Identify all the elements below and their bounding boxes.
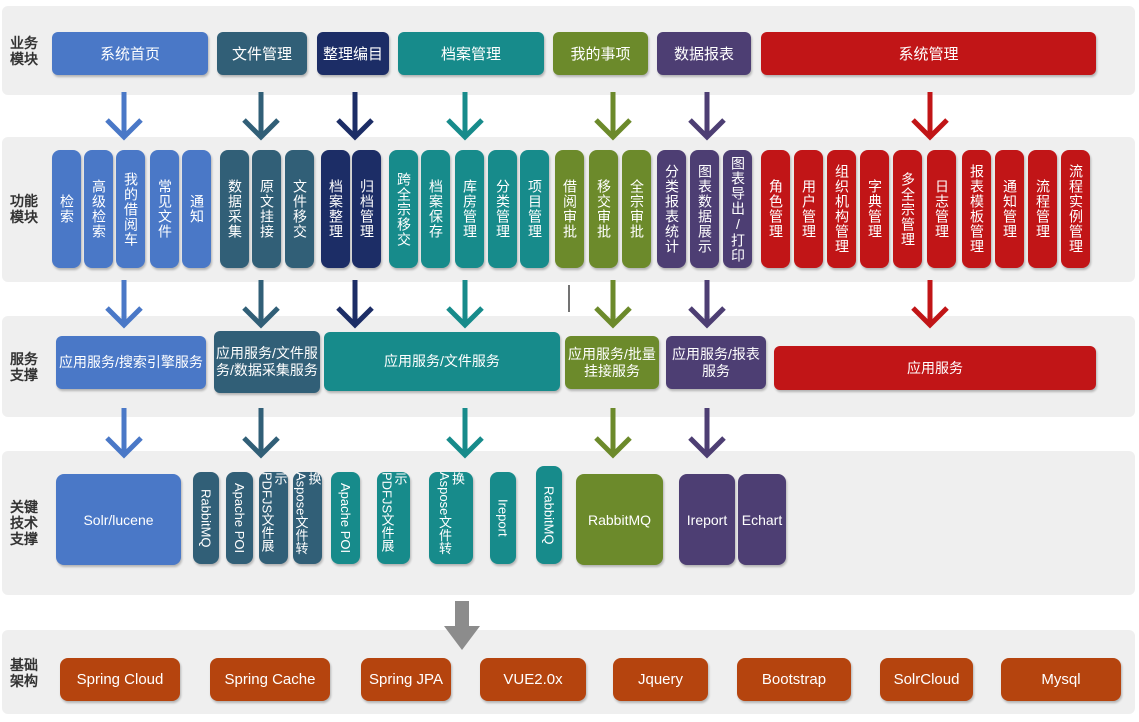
tech-ireport-2: Ireport (679, 474, 735, 565)
down-arrow-icon (688, 280, 726, 329)
down-arrow-icon (242, 408, 280, 459)
base-solrcloud: SolrCloud (880, 658, 973, 701)
func-log-management: 日志管理 (927, 150, 956, 268)
service-file-collection: 应用服务/文件服务/数据采集服务 (214, 331, 320, 393)
down-arrow-icon (105, 92, 143, 141)
row-label-business: 业务模块 (10, 35, 38, 67)
module-file-management: 文件管理 (217, 32, 307, 75)
func-search: 检索 (52, 150, 81, 268)
tech-pdfjs-2: PDFJS文件展示 (377, 472, 410, 564)
down-arrow-icon (105, 408, 143, 459)
module-my-tasks: 我的事项 (553, 32, 648, 75)
service-batch-attach: 应用服务/批量挂接服务 (565, 336, 659, 389)
row-label-base: 基础架构 (10, 657, 38, 689)
func-advanced-search: 高级检索 (84, 150, 113, 268)
down-arrow-icon (105, 280, 143, 329)
module-system-management: 系统管理 (761, 32, 1096, 75)
gray-down-arrow-icon (444, 601, 480, 650)
func-borrow-approval: 借阅审批 (555, 150, 584, 268)
func-category-management: 分类管理 (488, 150, 517, 268)
func-cross-fonds-transfer: 跨全宗移交 (389, 150, 418, 268)
func-archive-arrange: 档案整理 (321, 150, 350, 268)
down-arrow-icon (594, 92, 632, 141)
down-arrow-icon (242, 92, 280, 141)
service-application: 应用服务 (774, 346, 1096, 390)
func-notice: 通知 (182, 150, 211, 268)
tech-solr-lucene: Solr/lucene (56, 474, 181, 565)
func-project-management: 项目管理 (520, 150, 549, 268)
func-transfer-approval: 移交审批 (589, 150, 618, 268)
down-arrow-icon (688, 92, 726, 141)
base-spring-jpa: Spring JPA (361, 658, 451, 701)
service-file: 应用服务/文件服务 (324, 332, 560, 391)
func-original-attach: 原文挂接 (252, 150, 281, 268)
tech-ireport-1: Ireport (490, 472, 516, 564)
row-label-function: 功能模块 (10, 193, 38, 225)
module-data-reports: 数据报表 (657, 32, 751, 75)
down-arrow-icon (446, 408, 484, 459)
tech-rabbitmq-1: RabbitMQ (193, 472, 219, 564)
down-arrow-icon (446, 280, 484, 329)
down-arrow-icon (688, 408, 726, 459)
tech-rabbitmq-2: RabbitMQ (536, 466, 562, 564)
down-arrow-icon (336, 92, 374, 141)
func-storeroom-management: 库房管理 (455, 150, 484, 268)
func-chart-export-print: 图表导出/打印 (723, 150, 752, 268)
func-report-template-management: 报表模板管理 (962, 150, 991, 268)
func-data-collection: 数据采集 (220, 150, 249, 268)
func-dictionary-management: 字典管理 (860, 150, 889, 268)
func-file-transfer: 文件移交 (285, 150, 314, 268)
tech-echart: Echart (738, 474, 786, 565)
service-search-engine: 应用服务/搜索引擎服务 (56, 336, 206, 389)
tech-apache-poi-1: Apache POI (226, 472, 253, 564)
down-arrow-icon (242, 280, 280, 329)
tech-apache-poi-2: Apache POI (331, 472, 360, 564)
down-arrow-icon (911, 92, 949, 141)
func-filing-management: 归档管理 (352, 150, 381, 268)
module-cataloging: 整理编目 (317, 32, 389, 75)
service-report: 应用服务/报表服务 (666, 336, 766, 389)
down-arrow-icon (594, 408, 632, 459)
func-org-management: 组织机构管理 (827, 150, 856, 268)
base-spring-cloud: Spring Cloud (60, 658, 180, 701)
tech-pdfjs-1: PDFJS文件展示 (259, 472, 288, 564)
func-common-files: 常见文件 (150, 150, 179, 268)
down-arrow-icon (336, 280, 374, 329)
func-notice-management: 通知管理 (995, 150, 1024, 268)
base-bootstrap: Bootstrap (737, 658, 851, 701)
tech-rabbitmq-3: RabbitMQ (576, 474, 663, 565)
func-archive-preservation: 档案保存 (421, 150, 450, 268)
func-chart-data-display: 图表数据展示 (690, 150, 719, 268)
module-system-home: 系统首页 (52, 32, 208, 75)
down-arrow-icon (594, 280, 632, 329)
module-archive-management: 档案管理 (398, 32, 544, 75)
tech-band (2, 451, 1135, 595)
down-arrow-icon (911, 280, 949, 329)
func-workflow-management: 流程管理 (1028, 150, 1057, 268)
row-label-tech: 关键技术支撑 (10, 499, 38, 547)
row-label-service: 服务支撑 (10, 351, 38, 383)
base-jquery: Jquery (613, 658, 708, 701)
func-my-borrow-cart: 我的借阅车 (116, 150, 145, 268)
func-role-management: 角色管理 (761, 150, 790, 268)
func-workflow-instance-management: 流程实例管理 (1061, 150, 1090, 268)
tech-aspose-1: Aspose文件转换 (293, 472, 322, 564)
func-fonds-approval: 全宗审批 (622, 150, 651, 268)
func-multi-fonds-management: 多全宗管理 (893, 150, 922, 268)
base-vue: VUE2.0x (480, 658, 586, 701)
func-category-report-stats: 分类报表统计 (657, 150, 686, 268)
func-user-management: 用户管理 (794, 150, 823, 268)
down-arrow-icon (446, 92, 484, 141)
base-mysql: Mysql (1001, 658, 1121, 701)
tech-aspose-2: Aspose文件转换 (429, 472, 473, 564)
base-spring-cache: Spring Cache (210, 658, 330, 701)
